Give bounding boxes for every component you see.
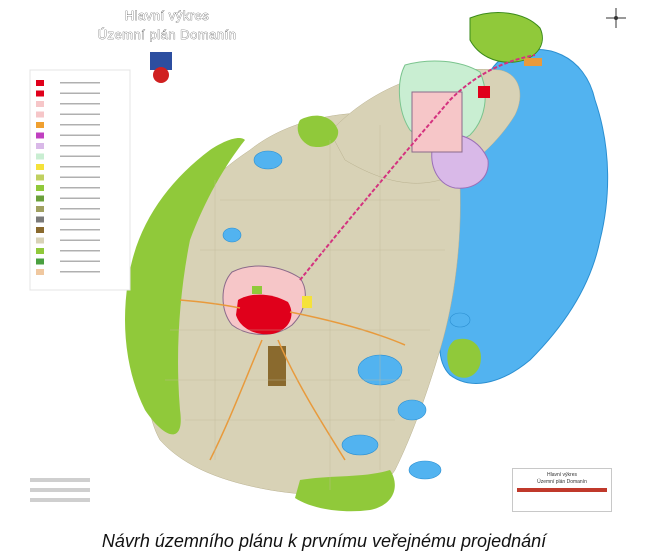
title-stamp: Hlavní výkres Územní plán Domanín [512,468,612,512]
legend-swatch [36,143,44,149]
legend-label-line [60,176,100,178]
legend-label-line [60,208,100,210]
pond-6 [408,460,442,480]
legend-swatch [36,101,44,107]
legend-label-line [60,218,100,220]
village-brown-plot [268,346,286,386]
legend-label-line [60,197,100,199]
legend-panel [29,69,131,291]
legend-label-line [60,271,100,273]
legend-label-line [60,187,100,189]
north-civic-block [478,86,490,98]
legend-swatch [36,237,44,244]
village-civic-core [236,294,292,335]
legend-swatch [36,132,44,139]
legend-swatches [36,80,100,275]
north-forest-cap [469,12,543,63]
stamp-line-2: Územní plán Domanín [537,479,587,485]
legend-swatch [36,90,44,97]
map-caption: Návrh územního plánu k prvnímu veřejnému… [101,530,547,551]
mini-legend-item-3 [30,498,90,502]
legend-swatch [36,80,44,86]
legend-swatch [36,185,44,191]
legend-swatch [36,258,44,265]
legend-label-line [60,155,100,157]
legend-swatch [36,111,44,118]
legend-swatch [36,164,44,170]
legend-swatch [36,174,44,181]
land-use-map: Hlavní výkres Územní plán Domanín Hlavní… [29,8,626,512]
legend-swatch [36,269,44,275]
legend-label-line [60,260,100,262]
forest-west [125,138,245,435]
mini-legend-item-1 [30,478,90,482]
legend-label-line [60,166,100,168]
stamp-line-1: Hlavní výkres [546,472,577,478]
legend-label-line [60,134,100,136]
mini-legend [30,478,90,502]
legend-swatch [36,195,44,202]
pond-1 [253,150,283,170]
map-title-line-2: Územní plán Domanín [97,27,237,43]
legend-swatch [36,227,44,233]
transit-corridor [299,54,536,281]
coat-of-arms-shield-top [150,52,172,70]
legend-swatch [36,122,44,128]
pond-2 [222,227,242,243]
legend-label-line [60,82,100,84]
map-canvas [29,8,626,512]
legend-label-line [60,229,100,231]
pond-4 [397,399,427,421]
legend-label-line [60,113,100,115]
road-south-1 [209,339,263,461]
compass-center [614,16,618,20]
municipal-coat-of-arms [150,52,172,83]
road-south-2 [277,339,346,461]
north-orange-strip [524,58,542,66]
forest-patch-north [297,115,339,148]
legend-label-line [60,124,100,126]
village-yellow-plot [302,296,312,308]
mini-legend-item-2 [30,488,90,492]
coat-of-arms-emblem [153,67,169,83]
forest-patch-east [447,338,481,378]
parcel-lines [165,125,445,490]
legend-label-line [60,250,100,252]
map-title-line-1: Hlavní výkres [124,8,210,24]
legend-swatch [36,248,44,254]
legend-swatch [36,153,44,160]
legend-label-line [60,92,100,94]
legend-swatch [36,216,44,223]
legend-background [29,69,131,291]
legend-label-line [60,103,100,105]
road-main-west [179,299,241,309]
forest-south [295,470,395,512]
pond-7 [449,312,471,328]
legend-swatch [36,206,44,212]
legend-label-line [60,239,100,241]
village-green-square [252,286,262,294]
pond-5 [341,434,379,456]
north-residential-grid [411,91,463,153]
stamp-accent-bar [517,488,607,492]
compass-rose-icon [606,8,626,28]
legend-label-line [60,145,100,147]
road-main-east [289,311,406,346]
